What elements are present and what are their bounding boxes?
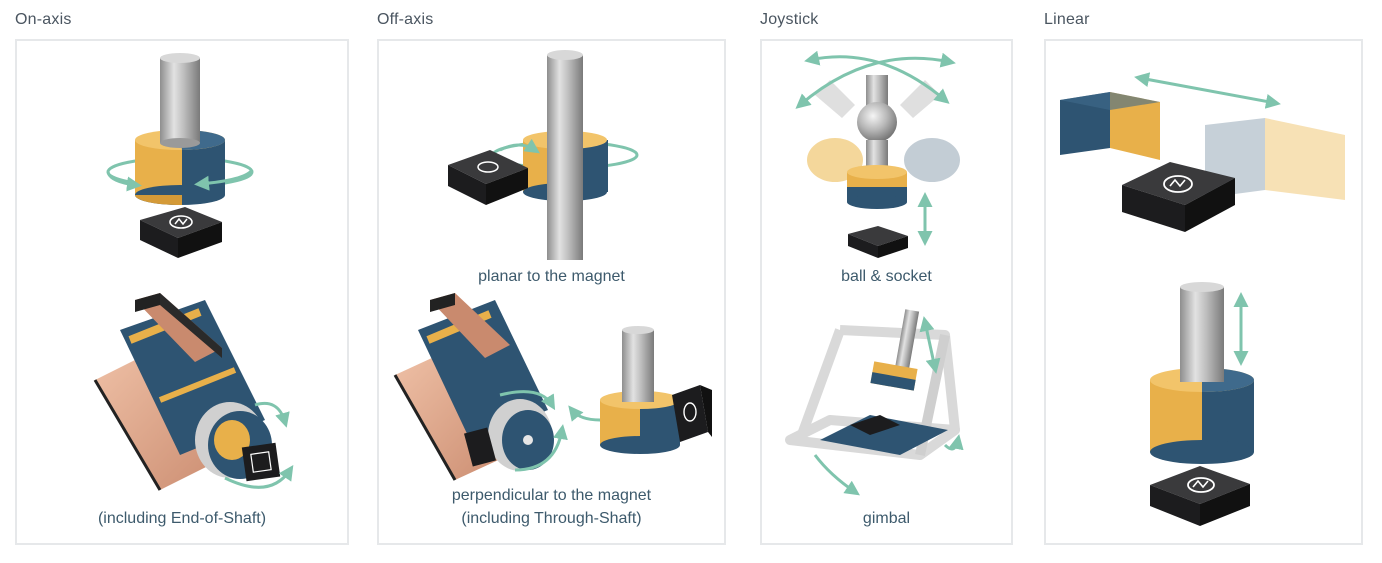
on-axis-magnet-assembly xyxy=(106,53,254,206)
off-axis-planar-assembly xyxy=(448,50,639,260)
linear-magnet-bar xyxy=(1060,72,1345,232)
caption-gimbal: gimbal xyxy=(862,510,911,527)
caption-through-shaft: (including Through-Shaft) xyxy=(461,510,642,527)
heading-on-axis: On-axis xyxy=(15,11,72,28)
heading-linear: Linear xyxy=(1044,11,1090,28)
heading-off-axis: Off-axis xyxy=(377,11,434,28)
joystick-ball-socket xyxy=(795,50,960,258)
caption-end-of-shaft: (including End-of-Shaft) xyxy=(97,510,267,527)
caption-perpendicular: perpendicular to the magnet xyxy=(451,487,652,504)
caption-planar: planar to the magnet xyxy=(478,268,625,285)
off-axis-perpendicular-motor xyxy=(393,293,568,481)
joystick-gimbal xyxy=(785,309,964,496)
sensor-chip-icon xyxy=(140,207,222,258)
linear-axial-assembly xyxy=(1150,282,1254,526)
off-axis-side-chip-magnet xyxy=(568,326,712,454)
heading-joystick: Joystick xyxy=(760,11,819,28)
motor-icon xyxy=(93,293,294,491)
caption-ball-socket: ball & socket xyxy=(841,268,932,285)
